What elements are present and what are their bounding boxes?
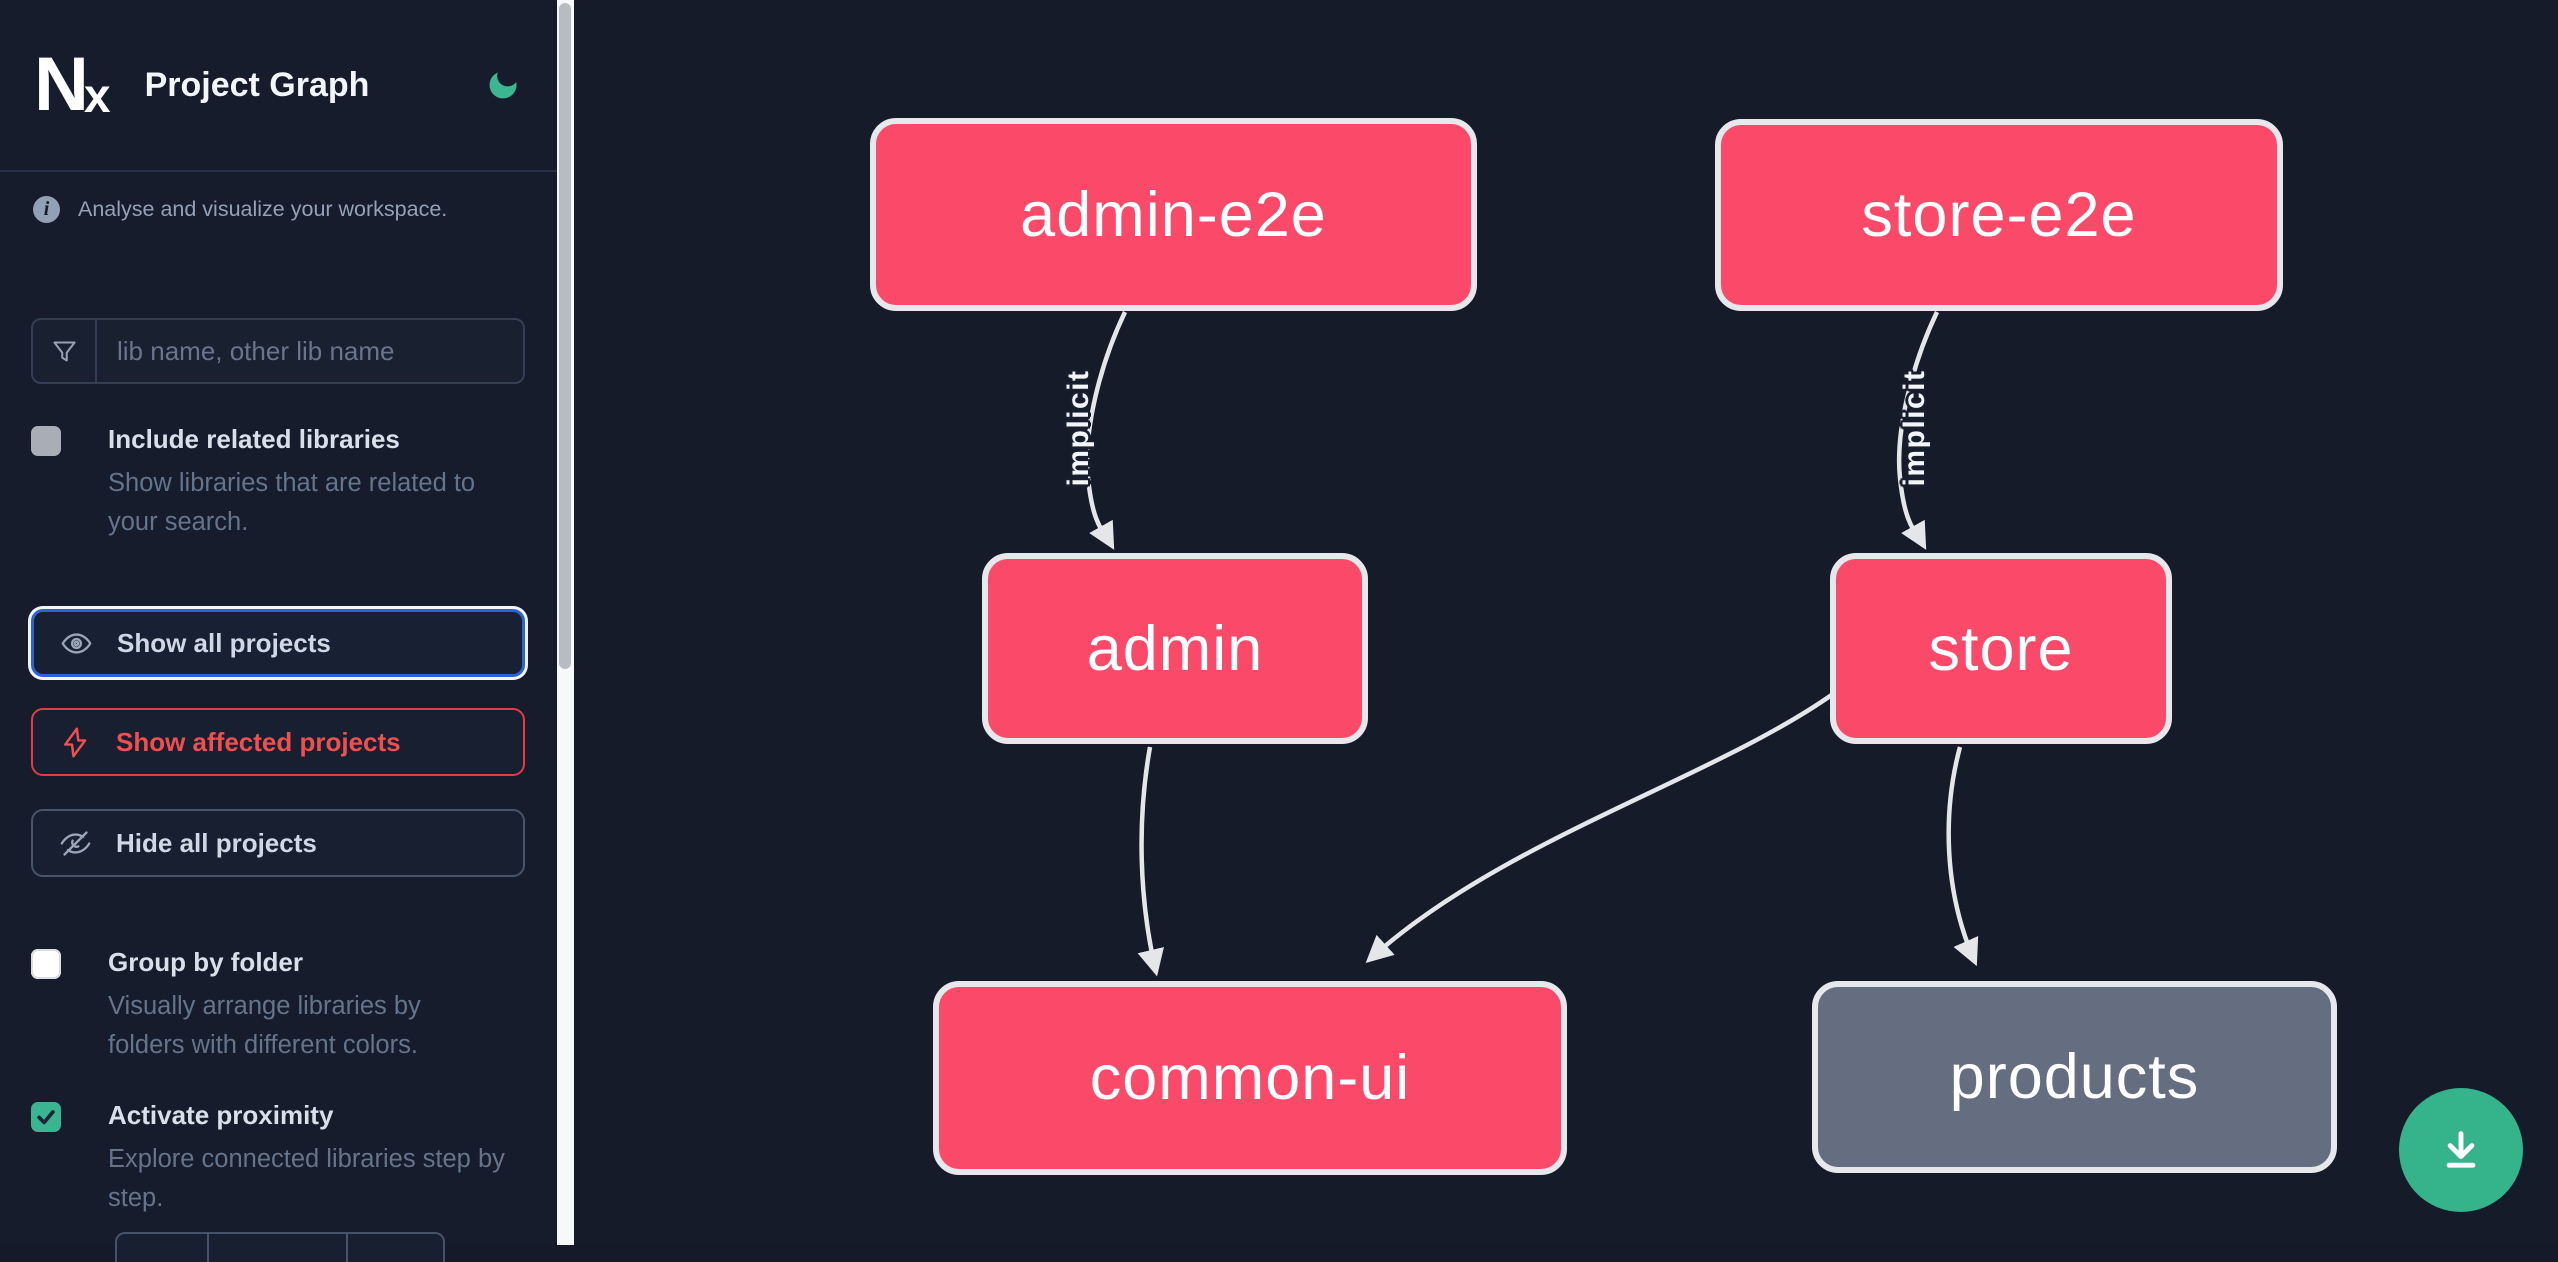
workspace-tagline: i Analyse and visualize your workspace.: [33, 196, 447, 223]
edge-admin-e2e-admin: [1084, 311, 1128, 550]
checkbox-description: Explore connected libraries step by step…: [108, 1145, 505, 1212]
show-all-projects-button[interactable]: Show all projects: [31, 609, 525, 677]
node-common-ui[interactable]: common-ui: [933, 981, 1567, 1175]
bottom-segmented-control: [115, 1232, 445, 1262]
bolt-icon: [63, 727, 87, 757]
node-label: store: [1928, 613, 2074, 684]
checkbox-label: Include related libraries: [108, 424, 400, 454]
checkbox-label: Activate proximity: [108, 1100, 334, 1130]
edge-admin-common-ui: [1137, 746, 1164, 977]
activate-proximity-row: Activate proximity Explore connected lib…: [31, 1100, 513, 1218]
search-input[interactable]: [97, 320, 523, 382]
dark-mode-toggle[interactable]: [483, 65, 523, 105]
download-icon: [2446, 1131, 2476, 1168]
sidebar-scrollbar: [557, 0, 574, 1245]
nx-logo-n: N: [34, 41, 89, 127]
edge-store-common-ui: [1365, 692, 1835, 964]
edge-store-products: [1946, 746, 1979, 967]
activate-proximity-checkbox[interactable]: [31, 1102, 61, 1132]
checkbox-description: Visually arrange libraries by folders wi…: [108, 992, 421, 1059]
show-affected-projects-button[interactable]: Show affected projects: [31, 708, 525, 776]
segment-2[interactable]: [209, 1234, 348, 1262]
dependency-edges: [1084, 311, 1979, 977]
moon-icon: [489, 72, 517, 99]
scrollbar-thumb[interactable]: [559, 3, 571, 669]
button-label: Show affected projects: [116, 726, 401, 757]
edge-store-e2e-store: [1896, 311, 1940, 550]
segment-1[interactable]: [117, 1234, 209, 1262]
checkbox-label: Group by folder: [108, 947, 303, 977]
group-by-folder-row: Group by folder Visually arrange librari…: [31, 947, 498, 1065]
edge-label-implicit: implicit: [1062, 369, 1095, 487]
tagline-text: Analyse and visualize your workspace.: [78, 197, 448, 221]
segment-3[interactable]: [348, 1234, 443, 1262]
node-admin-e2e[interactable]: admin-e2e: [870, 118, 1477, 311]
include-related-row: Include related libraries Show libraries…: [31, 424, 523, 542]
checkbox-description: Show libraries that are related to your …: [108, 469, 476, 536]
eye-icon: [61, 632, 92, 654]
filter-icon: [33, 320, 97, 382]
node-label: products: [1949, 1042, 2200, 1112]
node-label: store-e2e: [1861, 180, 2137, 250]
group-by-folder-checkbox[interactable]: [31, 949, 61, 979]
project-graph-canvas[interactable]: implicit implicit admin-e2e store-e2e ad…: [574, 0, 2558, 1245]
node-products[interactable]: products: [1812, 981, 2337, 1173]
project-filter: [31, 318, 525, 384]
edge-label-implicit: implicit: [1898, 369, 1931, 487]
node-label: common-ui: [1089, 1043, 1411, 1113]
node-store-e2e[interactable]: store-e2e: [1715, 119, 2283, 311]
button-label: Hide all projects: [116, 827, 317, 858]
node-label: admin: [1086, 613, 1264, 684]
nx-logo: N x: [34, 41, 111, 127]
node-label: admin-e2e: [1020, 179, 1327, 250]
node-store[interactable]: store: [1830, 553, 2172, 744]
info-icon: i: [33, 196, 60, 223]
node-admin[interactable]: admin: [982, 553, 1368, 744]
hide-all-projects-button[interactable]: Hide all projects: [31, 809, 525, 877]
sidebar: N x Project Graph i Analyse and visualiz…: [0, 0, 557, 1262]
page-title: Project Graph: [144, 65, 370, 104]
download-graph-button[interactable]: [2399, 1088, 2523, 1212]
button-label: Show all projects: [117, 627, 331, 658]
sidebar-header: N x Project Graph: [0, 0, 557, 172]
include-related-checkbox[interactable]: [31, 426, 61, 456]
check-icon: [37, 1110, 55, 1125]
eye-off-icon: [60, 830, 91, 856]
nx-logo-x: x: [83, 69, 111, 123]
